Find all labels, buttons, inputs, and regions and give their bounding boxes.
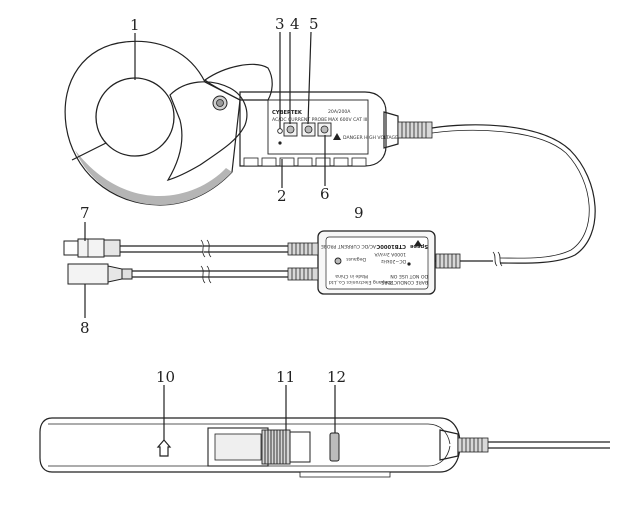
callout-11: 11	[276, 368, 295, 386]
side-cable-ribs	[457, 437, 489, 453]
jaw-screw-inner	[216, 99, 224, 107]
clamp-probe-head: CYBERTEK AC/DC CURRENT PROBE 20A/200A MA…	[64, 40, 596, 267]
interface-warning-icon	[414, 240, 422, 246]
cable-break-right	[492, 251, 498, 267]
interface-assembly: Speee CTB1000C AC/DC CURRENT PROBE 1000A…	[63, 230, 493, 295]
jaw-trigger[interactable]	[329, 432, 340, 462]
grip-ribs	[243, 157, 367, 167]
jaw-lower-shade	[75, 150, 232, 205]
interface-origin: Made in China	[335, 273, 368, 279]
callout-9: 9	[354, 204, 364, 222]
interface-degauss: Degauss	[346, 256, 366, 262]
callout-10: 10	[156, 368, 175, 386]
callout-4: 4	[290, 15, 300, 33]
power-button[interactable]	[320, 125, 329, 134]
callout-8: 8	[80, 319, 90, 337]
interface-label	[325, 236, 429, 290]
cable-strain-relief	[383, 111, 399, 149]
box-right-ribs	[435, 253, 461, 269]
interface-warn-2: BARE CONDUCTORS	[381, 279, 428, 285]
status-dot	[407, 262, 411, 266]
callout-3: 3	[275, 15, 285, 33]
box-left-ribs-top	[287, 242, 319, 256]
probe-label-2: 20A/200A	[328, 109, 351, 115]
jaw-front-moving	[166, 81, 248, 181]
side-body	[39, 417, 461, 473]
probe-cable	[431, 124, 596, 264]
callout-5: 5	[309, 15, 319, 33]
callout-2: 2	[277, 187, 287, 205]
callout-numbers: 1 2 3 4 5 6 7 8 9 10 11 12	[80, 15, 364, 386]
current-direction-arrow-icon	[156, 439, 172, 457]
degauss-button[interactable]	[334, 257, 342, 265]
side-bottom-edge	[48, 445, 451, 467]
strain-relief-ribs	[397, 121, 433, 139]
interface-subtitle: AC/DC CURRENT PROBE	[321, 243, 376, 249]
interface-spec-2: DC~20kHz	[380, 258, 406, 264]
side-top-edge	[48, 423, 451, 445]
interface-model: CTB1000C	[376, 243, 406, 249]
probe-brand: CYBERTEK	[272, 110, 303, 116]
callout-1: 1	[130, 16, 140, 34]
power-plug-connector[interactable]	[63, 238, 121, 258]
side-end-cap	[439, 429, 459, 461]
callout-7: 7	[80, 204, 90, 222]
bnc-connector[interactable]	[67, 263, 133, 285]
jaw-spring	[261, 429, 291, 465]
probe-label-1: AC/DC CURRENT PROBE	[272, 117, 327, 123]
cable-break-left	[200, 239, 212, 284]
probe-warning-text: DANGER HIGH VOLTAGE	[343, 135, 398, 141]
zero-button[interactable]	[304, 125, 313, 134]
box-left-ribs-bottom	[287, 267, 319, 281]
side-bottom-rail	[299, 471, 391, 478]
jaw-aperture	[95, 77, 175, 157]
power-led	[277, 128, 283, 134]
interface-warn-1: DO NOT USE ON	[390, 273, 428, 279]
warning-triangle-icon	[333, 133, 341, 140]
leader-lines	[84, 31, 336, 440]
callout-12: 12	[327, 368, 346, 386]
indicator-dot	[278, 141, 282, 145]
spring-housing	[289, 431, 311, 463]
probe-label-3: MAX 600V CAT III	[328, 117, 367, 123]
probe-side-view	[39, 417, 610, 478]
interface-maker: Zhejiang Electronics Co.,Ltd	[329, 279, 393, 285]
interface-spec-1: 1000A 2mV/A	[374, 251, 406, 257]
jaw-split-line	[71, 139, 113, 161]
probe-handle-body	[239, 91, 387, 167]
range-button[interactable]	[286, 125, 295, 134]
callout-6: 6	[320, 185, 330, 203]
